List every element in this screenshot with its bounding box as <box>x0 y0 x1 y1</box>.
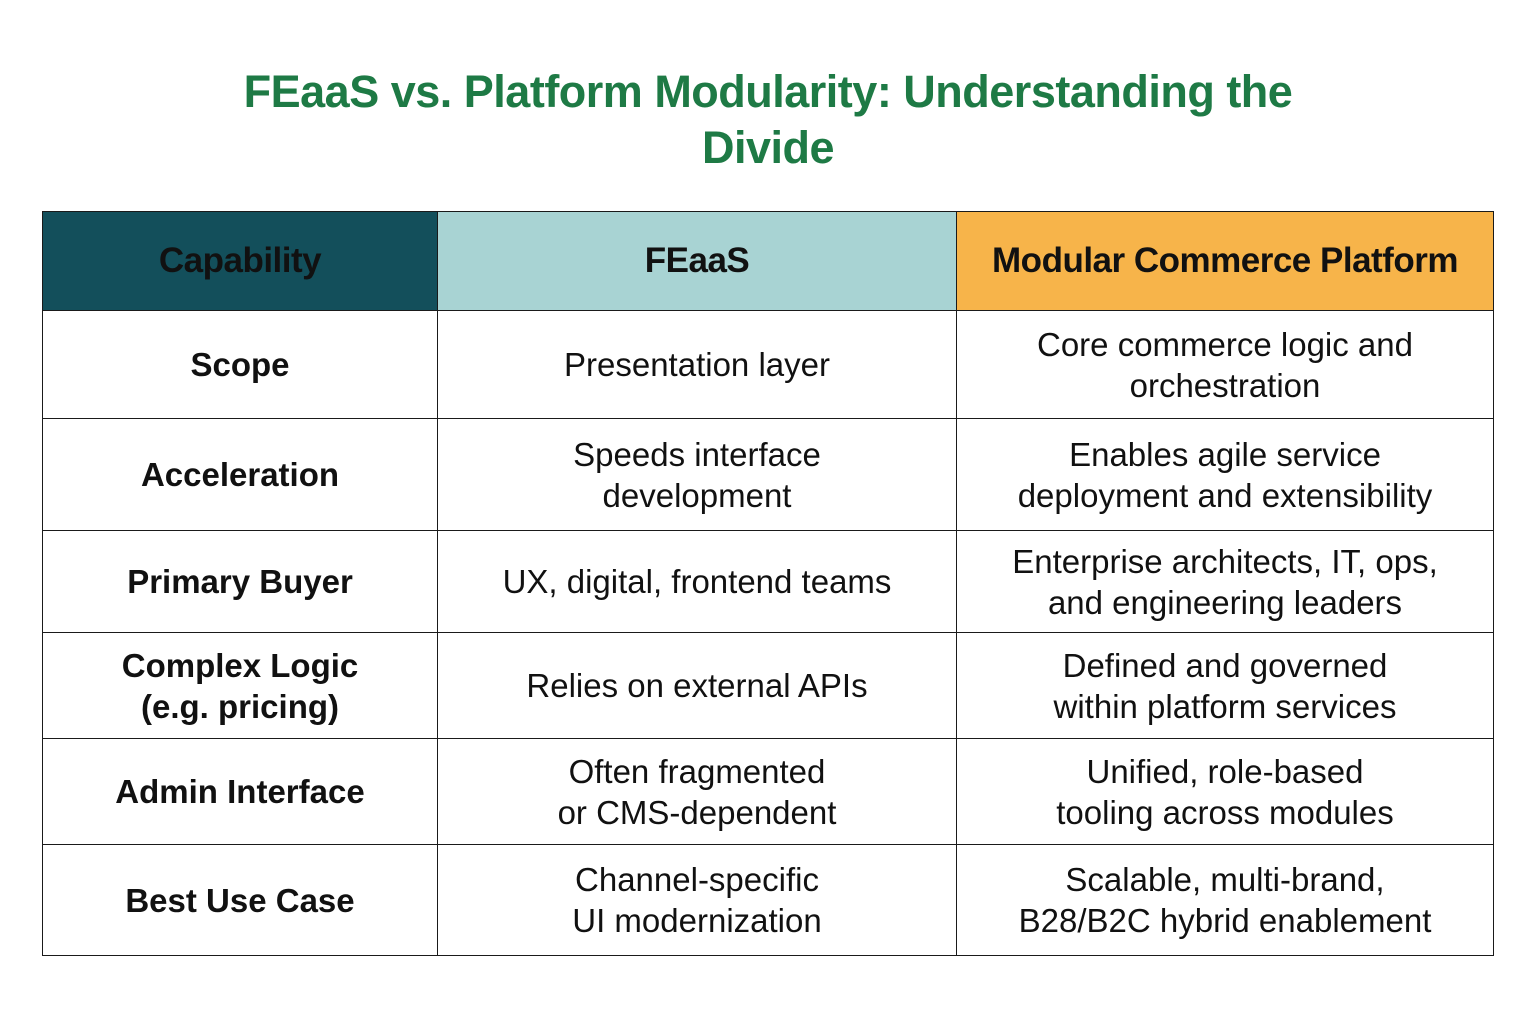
cell-line: Defined and governed <box>1062 646 1388 684</box>
capability-cell: Primary Buyer <box>42 530 438 633</box>
platform-cell: Enterprise architects, IT, ops, and engi… <box>956 530 1494 633</box>
cell-line: development <box>602 476 792 514</box>
cell-line: B28/B2C hybrid enablement <box>1018 902 1432 939</box>
page-title: FEaaS vs. Platform Modularity: Understan… <box>0 64 1536 176</box>
capability-cell: Complex Logic (e.g. pricing) <box>42 632 438 739</box>
table-row-complex-logic: Complex Logic (e.g. pricing) Relies on e… <box>42 632 1494 739</box>
cell-line: Acceleration <box>140 456 340 493</box>
cell-line: or CMS-dependent <box>557 793 837 831</box>
page-title-line-1: FEaaS vs. Platform Modularity: Understan… <box>243 66 1293 117</box>
cell-line: deployment and extensibility <box>1017 476 1433 514</box>
cell-line: Core commerce logic and <box>1037 325 1413 363</box>
feaas-cell: Relies on external APIs <box>437 632 957 739</box>
header-feaas: FEaaS <box>437 211 957 311</box>
capability-cell: Acceleration <box>42 418 438 531</box>
feaas-cell: Presentation layer <box>437 310 957 419</box>
table-row-scope: Scope Presentation layer Core commerce l… <box>42 310 1494 419</box>
platform-cell: Scalable, multi-brand, B28/B2C hybrid en… <box>956 844 1494 956</box>
table-row-acceleration: Acceleration Speeds interface developmen… <box>42 418 1494 531</box>
cell-line: and engineering leaders <box>1047 583 1403 621</box>
platform-cell: Defined and governed within platform ser… <box>956 632 1494 739</box>
table-row-primary-buyer: Primary Buyer UX, digital, frontend team… <box>42 530 1494 633</box>
table-row-best-use-case: Best Use Case Channel-specific UI modern… <box>42 844 1494 956</box>
header-row: Capability FEaaS Modular Commerce Platfo… <box>42 211 1494 311</box>
cell-line: Relies on external APIs <box>526 667 868 704</box>
feaas-cell: Speeds interface development <box>437 418 957 531</box>
platform-cell: Unified, role-based tooling across modul… <box>956 738 1494 845</box>
cell-line: Complex Logic <box>121 646 359 684</box>
capability-cell: Scope <box>42 310 438 419</box>
feaas-cell: Channel-specific UI modernization <box>437 844 957 956</box>
cell-line: Channel-specific <box>575 861 819 898</box>
cell-line: Unified, role-based <box>1086 752 1364 790</box>
cell-line: Best Use Case <box>125 881 355 919</box>
cell-line: Often fragmented <box>568 752 826 790</box>
header-capability: Capability <box>42 211 438 311</box>
cell-line: Scalable, multi-brand, <box>1065 861 1385 898</box>
cell-line: (e.g. pricing) <box>141 687 339 725</box>
platform-cell: Enables agile service deployment and ext… <box>956 418 1494 531</box>
feaas-cell: Often fragmented or CMS-dependent <box>437 738 957 845</box>
cell-line: Primary Buyer <box>127 563 353 600</box>
cell-line: tooling across modules <box>1056 793 1394 831</box>
cell-line: Presentation layer <box>564 346 830 383</box>
page-title-line-2: Divide <box>701 122 835 173</box>
cell-line: UX, digital, frontend teams <box>502 563 892 600</box>
feaas-cell: UX, digital, frontend teams <box>437 530 957 633</box>
cell-line: Enterprise architects, IT, ops, <box>1012 542 1438 580</box>
capability-cell: Admin Interface <box>42 738 438 845</box>
comparison-table: Capability FEaaS Modular Commerce Platfo… <box>42 211 1494 956</box>
cell-line: Enables agile service <box>1069 435 1381 473</box>
cell-line: orchestration <box>1129 366 1321 404</box>
platform-cell: Core commerce logic and orchestration <box>956 310 1494 419</box>
cell-line: within platform services <box>1053 687 1397 725</box>
table-row-admin-interface: Admin Interface Often fragmented or CMS-… <box>42 738 1494 845</box>
capability-cell: Best Use Case <box>42 844 438 956</box>
cell-line: UI modernization <box>572 902 822 939</box>
header-modular-commerce-platform: Modular Commerce Platform <box>956 211 1494 311</box>
cell-line: Scope <box>190 346 290 383</box>
cell-line: Speeds interface <box>573 435 821 473</box>
cell-line: Admin Interface <box>115 773 365 810</box>
